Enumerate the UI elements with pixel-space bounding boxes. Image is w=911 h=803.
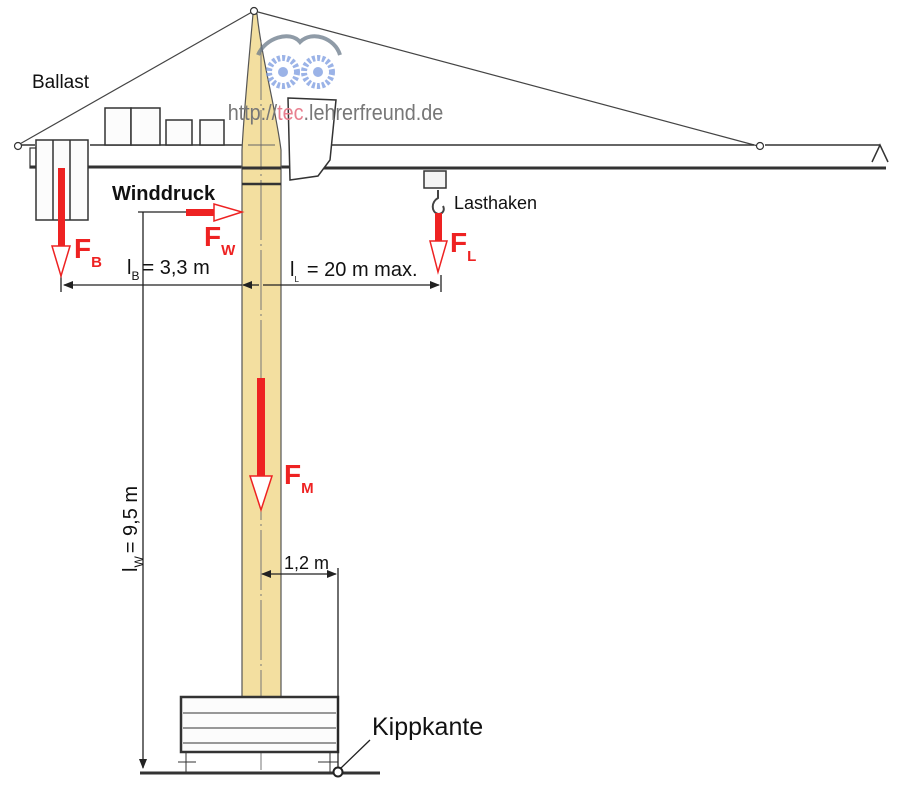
lasthaken-label: Lasthaken <box>454 193 537 213</box>
dimension-tip-distance: 1,2 m <box>284 553 329 573</box>
guy-cables <box>17 11 759 147</box>
operator-cab <box>287 97 337 181</box>
tipping-edge-marker <box>332 766 344 778</box>
force-arrow-fl <box>429 213 448 275</box>
force-arrow-fw <box>186 203 245 223</box>
force-label-fb: FB <box>74 233 102 271</box>
ballast-label: Ballast <box>32 72 90 93</box>
kippkante-label: Kippkante <box>372 713 483 741</box>
force-label-fm: FM <box>284 459 314 497</box>
watermark-owl-logo <box>256 34 342 89</box>
dimension-lines <box>60 211 442 772</box>
watermark-url: http://tec.lehrerfreund.de <box>228 101 444 125</box>
jib <box>320 141 889 170</box>
winddruck-label: Winddruck <box>112 183 216 205</box>
dimension-lb: lB= 3,3 m <box>127 257 210 283</box>
force-arrow-fb <box>50 168 72 279</box>
dimension-ll: lL= 20 m max. <box>290 259 418 284</box>
force-label-fw: FW <box>204 221 236 259</box>
hook-icon <box>431 190 445 216</box>
foundation-base <box>140 695 380 775</box>
trolley <box>423 170 447 189</box>
dimension-lw: lW= 9,5 m <box>120 486 146 572</box>
force-label-fl: FL <box>450 227 476 265</box>
force-arrow-fm <box>248 378 274 513</box>
